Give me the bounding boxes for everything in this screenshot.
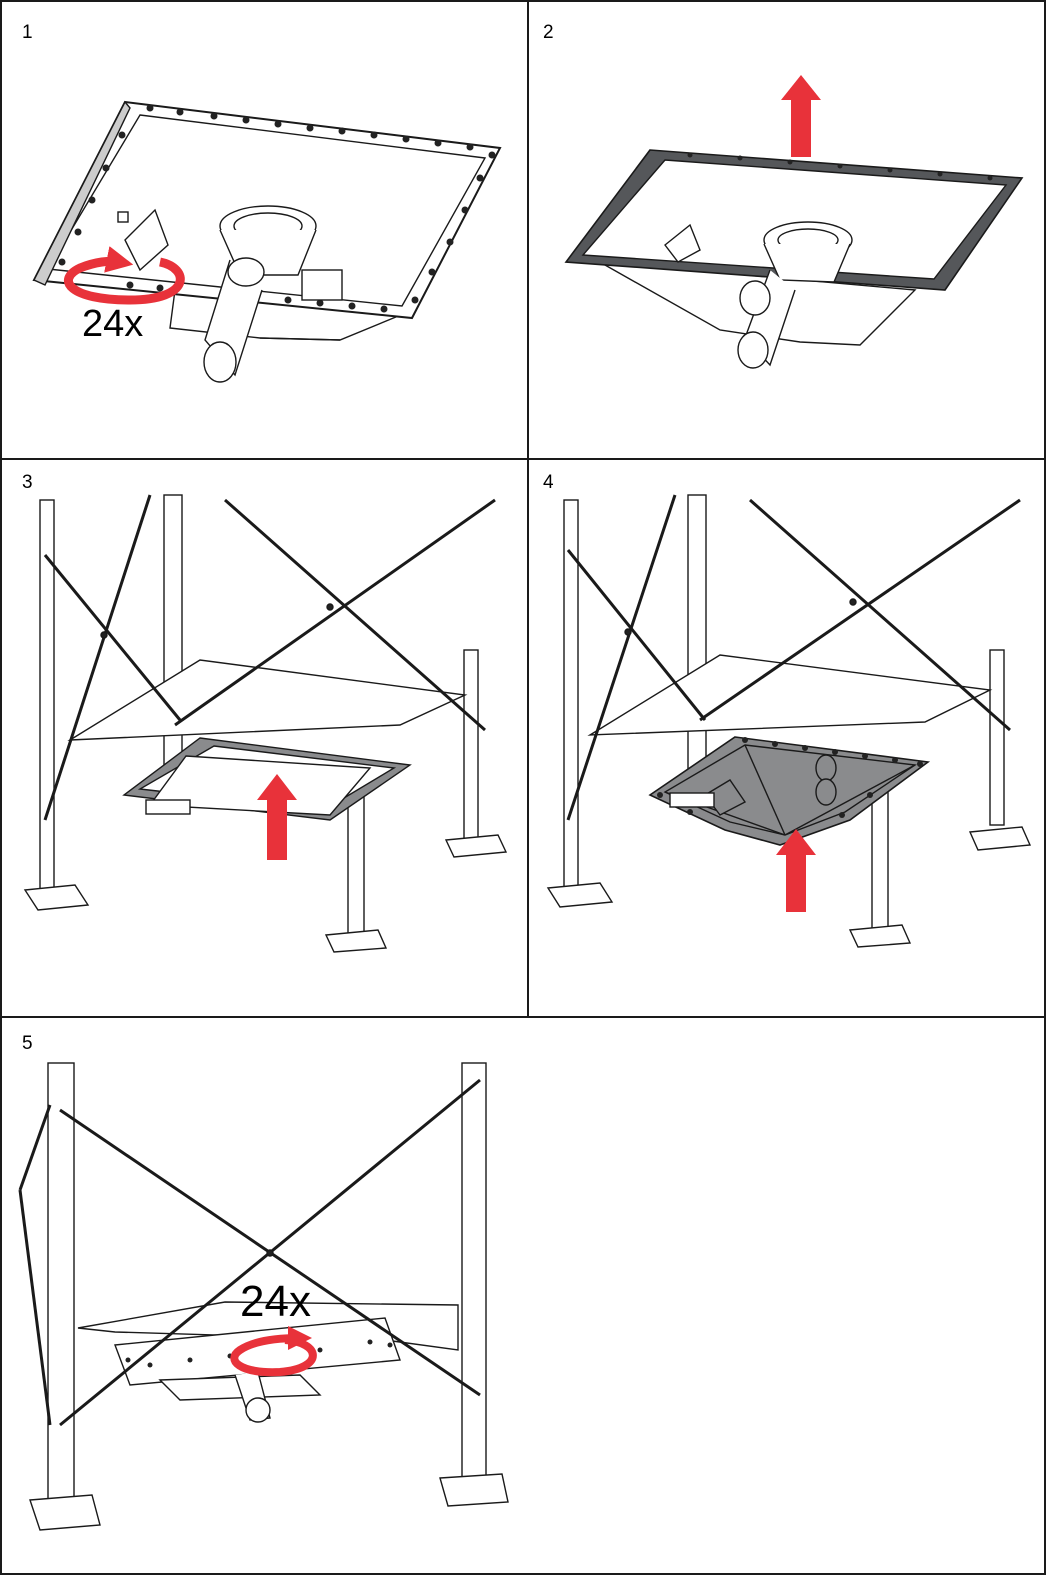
step-1-illustration <box>32 100 502 383</box>
up-arrow-icon <box>257 774 297 860</box>
step-3-illustration <box>23 494 508 953</box>
rotation-arrow-icon <box>230 1326 317 1377</box>
step-5-count-label: 24x <box>240 1277 311 1326</box>
step-2-bolts <box>687 152 993 181</box>
up-arrow-icon <box>781 75 821 157</box>
step-1-count-label: 24x <box>82 303 144 345</box>
step-2-number: 2 <box>543 22 554 43</box>
step-1-number: 1 <box>22 22 33 43</box>
step-4-bolts <box>657 737 923 818</box>
step-3-number: 3 <box>22 472 33 493</box>
step-2-illustration <box>564 149 1024 369</box>
rotation-arrow-icon <box>64 246 185 305</box>
up-arrow-icon <box>776 829 816 912</box>
step-4-illustration <box>546 494 1032 948</box>
step-5-number: 5 <box>22 1033 33 1054</box>
step-1-bolts <box>58 104 496 313</box>
step-5-illustration <box>18 1062 509 1531</box>
step-4-number: 4 <box>543 472 554 493</box>
